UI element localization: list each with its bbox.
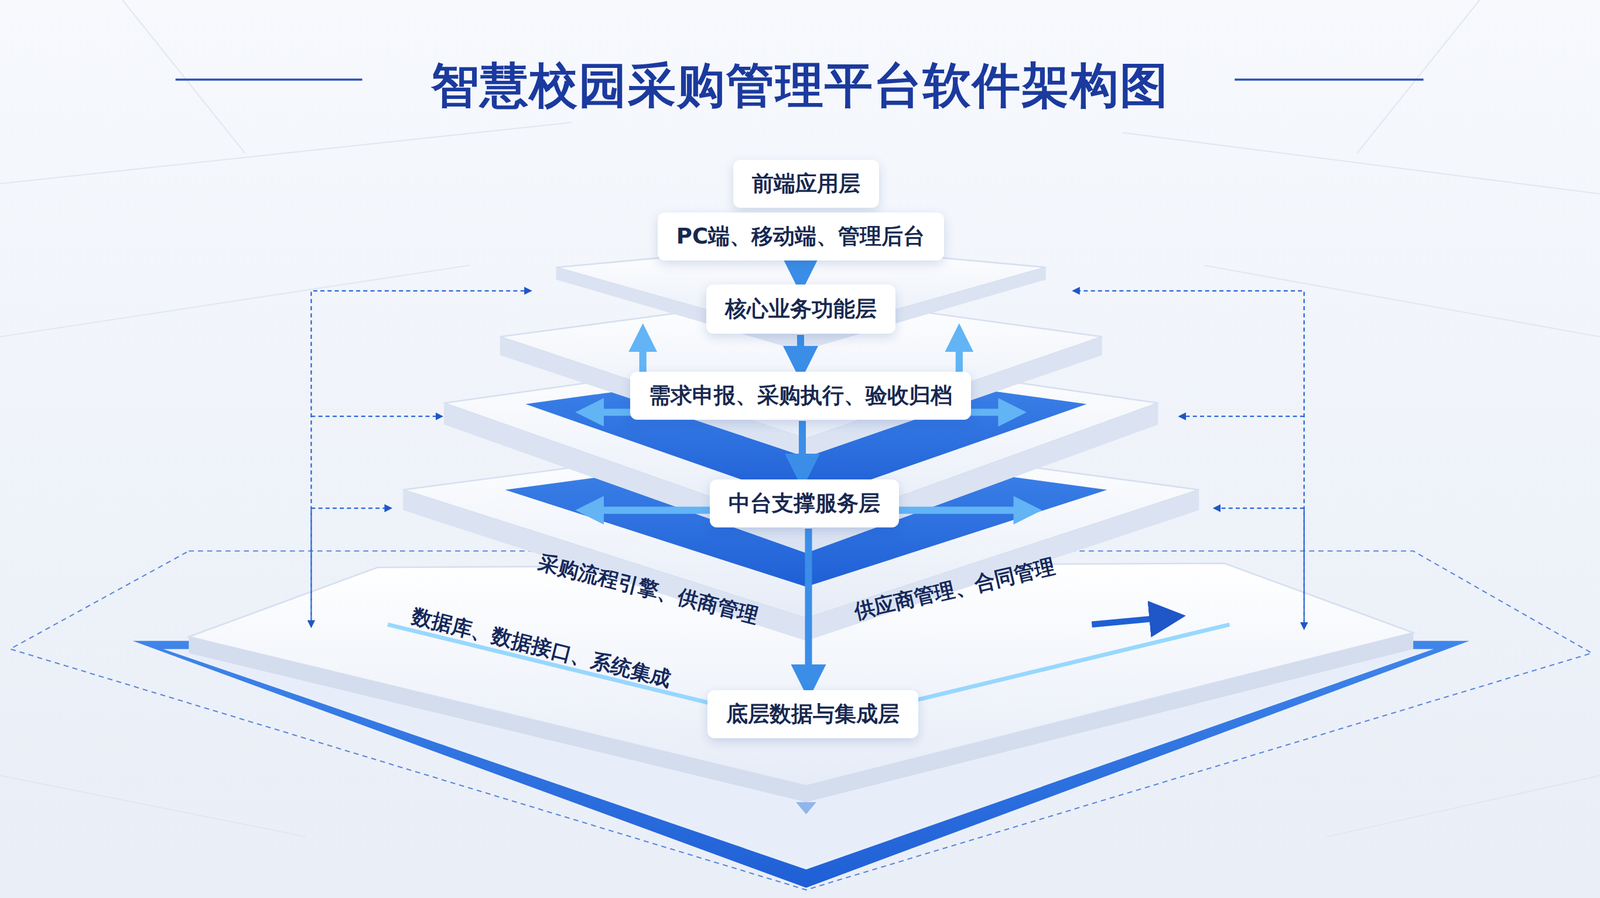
layer-label-box: 前端应用层 (733, 159, 880, 208)
layer-label-text: 前端应用层 (751, 169, 861, 199)
layer-label-box: PC端、移动端、管理后台 (657, 212, 945, 261)
layer-label-box: 核心业务功能层 (706, 284, 896, 334)
layer-label-text: 中台支撑服务层 (728, 489, 881, 519)
layer-label-box: 需求申报、采购执行、验收归档 (630, 371, 972, 420)
layer-label-text: PC端、移动端、管理后台 (676, 221, 925, 252)
flow-arrow (798, 421, 806, 479)
layer-label-text: 底层数据与集成层 (726, 699, 900, 730)
layer-label-box: 中台支撑服务层 (709, 479, 899, 528)
layer-label-text: 需求申报、采购执行、验收归档 (648, 381, 953, 411)
flow-arrow (797, 334, 805, 371)
diagram-title: 智慧校园采购管理平台软件架构图 (0, 53, 1600, 119)
flow-arrow (797, 261, 805, 284)
flow-arrow (805, 528, 813, 690)
layer-label-text: 核心业务功能层 (725, 294, 877, 324)
layer-label-box: 底层数据与集成层 (707, 690, 919, 739)
